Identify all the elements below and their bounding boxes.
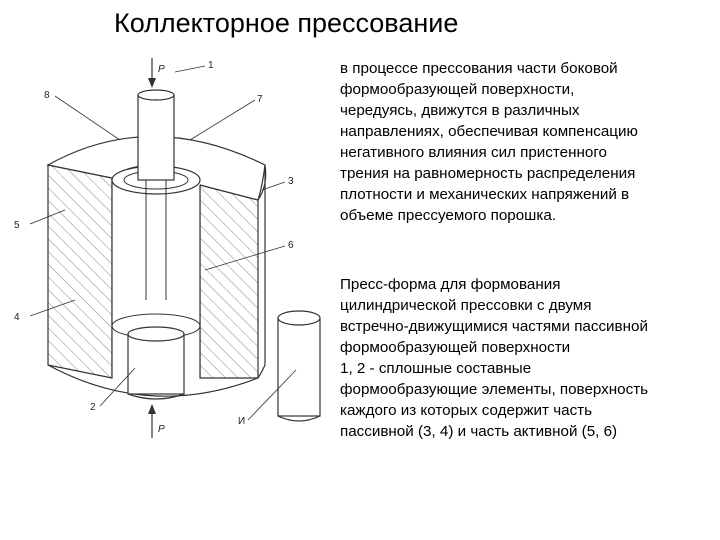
description-line: объеме прессуемого порошка. [340,207,557,224]
description-line: цилиндрической прессовки с двумя [340,297,592,314]
description-line: формообразующей поверхности [340,339,571,356]
callout-2: 2 [90,402,96,413]
description-mold: Пресс-форма для формования цилиндрическо… [340,274,712,442]
callout-3: 3 [288,176,294,187]
press-mold-figure: P P 1 8 7 3 5 6 4 2 И [14,58,321,438]
callout-5: 5 [14,220,20,231]
description-line: плотности и механических напряжений в [340,186,630,203]
description-line: в процессе прессования части боковой [340,60,618,77]
callout-6: 6 [288,240,294,251]
callout-7: 7 [257,94,263,105]
description-line: формообразующей поверхности, [340,81,575,98]
lower-punch [127,326,185,400]
description-line: Пресс-форма для формования [340,276,561,293]
description-line: пассивной (3, 4) и часть активной (5, 6) [340,423,618,440]
description-line: встречно-движущимися частями пассивной [340,318,648,335]
force-arrow-bottom: P [148,404,165,438]
callout-1: 1 [208,60,214,71]
description-line: каждого из которых содержит часть [340,402,593,419]
description-line: 1, 2 - сплошные составные [340,360,532,377]
compact-cylinder [277,310,321,422]
description-line: чередуясь, движутся в различных [340,102,580,119]
force-label-top: P [158,64,165,75]
description-line: направлениях, обеспечивая компенсацию [340,123,638,140]
callout-4: 4 [14,312,20,323]
description-line: негативного влияния сил пристенного [340,144,607,161]
callout-labels: 1 8 7 3 5 6 4 2 И [14,60,294,427]
force-label-bottom: P [158,424,165,435]
callout-leaders [29,65,297,421]
description-line: трения на равномерность распределения [340,165,636,182]
description-process: в процессе прессования части боковой фор… [340,58,712,226]
force-arrow-top: P [148,58,165,88]
upper-punch [137,89,175,300]
callout-i: И [238,416,245,427]
description-line: формообразующие элементы, поверхность [340,381,649,398]
callout-8: 8 [44,90,50,101]
slide-title: Коллекторное прессование [114,8,459,38]
